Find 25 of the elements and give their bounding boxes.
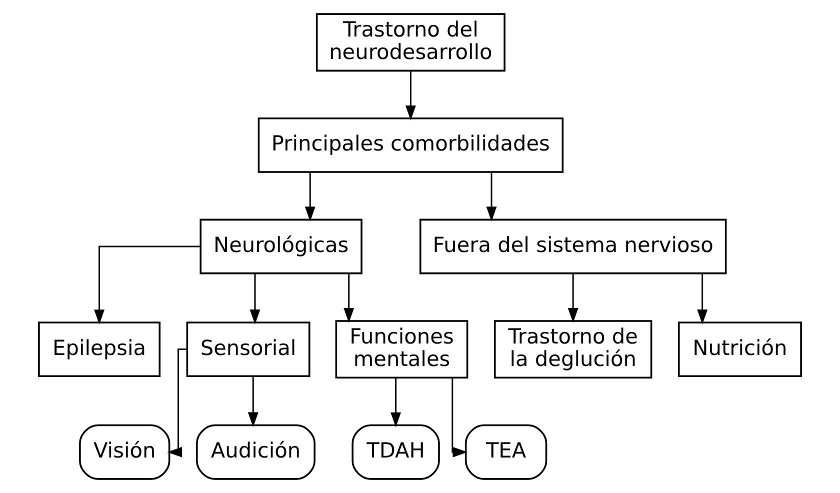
node-box: Epilepsia — [38, 322, 161, 378]
node-box: Nutrición — [678, 322, 802, 378]
arrow — [248, 376, 258, 428]
node-box: Audición — [196, 424, 316, 480]
arrow — [697, 274, 708, 324]
node-box: Sensorial — [186, 322, 310, 378]
arrow — [344, 274, 354, 323]
node-box: Fuera del sistema nervioso — [419, 218, 727, 274]
arrow — [94, 246, 200, 325]
arrow — [167, 348, 187, 458]
node-box: Neurológicas — [200, 218, 362, 274]
node-box: Visión — [79, 424, 170, 480]
arrow — [405, 71, 416, 120]
node-box: Trastorno de la deglución — [494, 320, 652, 378]
arrow — [390, 378, 401, 428]
node-box: Funciones mentales — [335, 320, 468, 378]
arrow — [452, 378, 468, 458]
arrow — [250, 274, 260, 324]
node-box: Principales comorbilidades — [258, 117, 564, 173]
node-box: Trastorno del neurodesarrollo — [316, 13, 506, 72]
arrow — [486, 172, 497, 222]
node-box: TEA — [464, 424, 548, 480]
arrow — [568, 274, 578, 323]
arrow — [304, 172, 316, 222]
node-box: TDAH — [352, 424, 440, 480]
